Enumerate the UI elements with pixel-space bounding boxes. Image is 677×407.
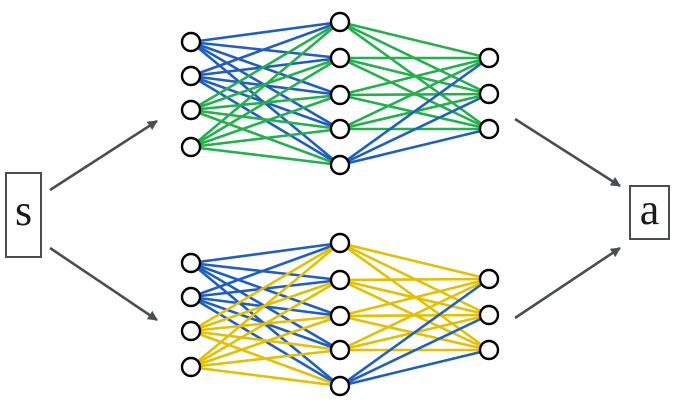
input-state-label: s <box>14 186 33 235</box>
upper-edge-l0-n3-to-n3 <box>189 127 342 149</box>
input-state-box: s <box>5 172 42 258</box>
lower-node-l0-0 <box>180 252 202 274</box>
upper-edge-l0-n0-to-n2 <box>189 40 342 97</box>
lower-node-l2-0 <box>478 268 500 290</box>
lower-node-l1-3 <box>329 339 351 361</box>
upper-network-nodes <box>180 11 500 176</box>
lower-edge-l0-n1-to-n0 <box>189 241 342 299</box>
upper-edge-l0-n2-to-n3 <box>189 108 342 131</box>
upper-edge-l1-n4-to-n0 <box>338 56 491 167</box>
lower-edge-l0-n0-to-n1 <box>189 261 342 282</box>
lower-edge-l1-n3-to-n0 <box>338 277 491 352</box>
lower-edge-l1-n0-to-n0 <box>338 241 491 281</box>
lower-edge-l0-n2-to-n0 <box>189 241 342 333</box>
upper-node-l2-2 <box>478 118 500 140</box>
flow-arrows <box>49 117 621 322</box>
upper-node-l0-3 <box>180 136 202 158</box>
upper-node-l0-2 <box>180 99 202 121</box>
lower-node-l2-1 <box>478 304 500 326</box>
lower-network <box>180 232 500 397</box>
upper-edge-l1-n4-to-n2 <box>338 127 491 167</box>
upper-node-l1-1 <box>329 47 351 69</box>
arrow-input-to-lower <box>49 246 158 322</box>
upper-edge-l0-n3-to-n2 <box>189 93 342 149</box>
lower-node-l1-0 <box>329 232 351 254</box>
upper-edge-l1-n4-to-n1 <box>338 92 491 167</box>
arrow-lower-to-output <box>514 246 621 320</box>
lower-edge-l0-n3-to-n3 <box>189 348 342 369</box>
upper-node-l1-0 <box>329 11 351 33</box>
upper-network-edges <box>189 20 491 167</box>
upper-edge-l0-n3-to-n4 <box>189 145 342 167</box>
upper-node-l1-3 <box>329 118 351 140</box>
lower-node-l1-4 <box>329 375 351 397</box>
lower-node-l1-1 <box>329 269 351 291</box>
upper-edge-l0-n0-to-n0 <box>189 20 342 44</box>
lower-edge-l1-n4-to-n1 <box>338 313 491 388</box>
arrow-upper-to-output <box>514 117 621 188</box>
lower-node-l0-3 <box>180 356 202 378</box>
arrow-input-to-upper <box>49 119 158 192</box>
lower-edge-l0-n0-to-n0 <box>189 241 342 265</box>
lower-node-l1-2 <box>329 305 351 327</box>
lower-edge-l0-n3-to-n4 <box>189 365 342 388</box>
lower-edge-l1-n2-to-n0 <box>338 277 491 318</box>
upper-node-l2-1 <box>478 83 500 105</box>
lower-node-l2-2 <box>478 339 500 361</box>
upper-network <box>180 11 500 176</box>
upper-edge-l1-n0-to-n0 <box>338 20 491 60</box>
upper-edge-l0-n1-to-n0 <box>189 20 342 78</box>
upper-edge-l1-n3-to-n0 <box>338 56 491 131</box>
lower-edge-l0-n3-to-n2 <box>189 314 342 369</box>
upper-node-l1-4 <box>329 154 351 176</box>
upper-node-l1-2 <box>329 84 351 106</box>
upper-node-l2-0 <box>478 47 500 69</box>
upper-edge-l0-n3-to-n0 <box>189 20 342 149</box>
lower-node-l0-2 <box>180 320 202 342</box>
upper-edge-l1-n2-to-n0 <box>338 56 491 97</box>
output-action-label: a <box>639 184 660 234</box>
lower-edge-l1-n4-to-n2 <box>338 348 491 388</box>
lower-edge-l0-n3-to-n0 <box>189 241 342 369</box>
upper-node-l0-1 <box>180 65 202 87</box>
lower-edge-l0-n3-to-n1 <box>189 278 342 369</box>
lower-edge-l1-n1-to-n0 <box>338 277 491 282</box>
lower-edge-l1-n4-to-n0 <box>338 277 491 388</box>
upper-node-l0-0 <box>180 31 202 53</box>
lower-node-l0-1 <box>180 286 202 308</box>
upper-edge-l0-n2-to-n0 <box>189 20 342 112</box>
lower-network-edges <box>189 241 491 388</box>
lower-network-nodes <box>180 232 500 397</box>
upper-edge-l0-n3-to-n1 <box>189 56 342 149</box>
output-action-box: a <box>629 185 670 240</box>
